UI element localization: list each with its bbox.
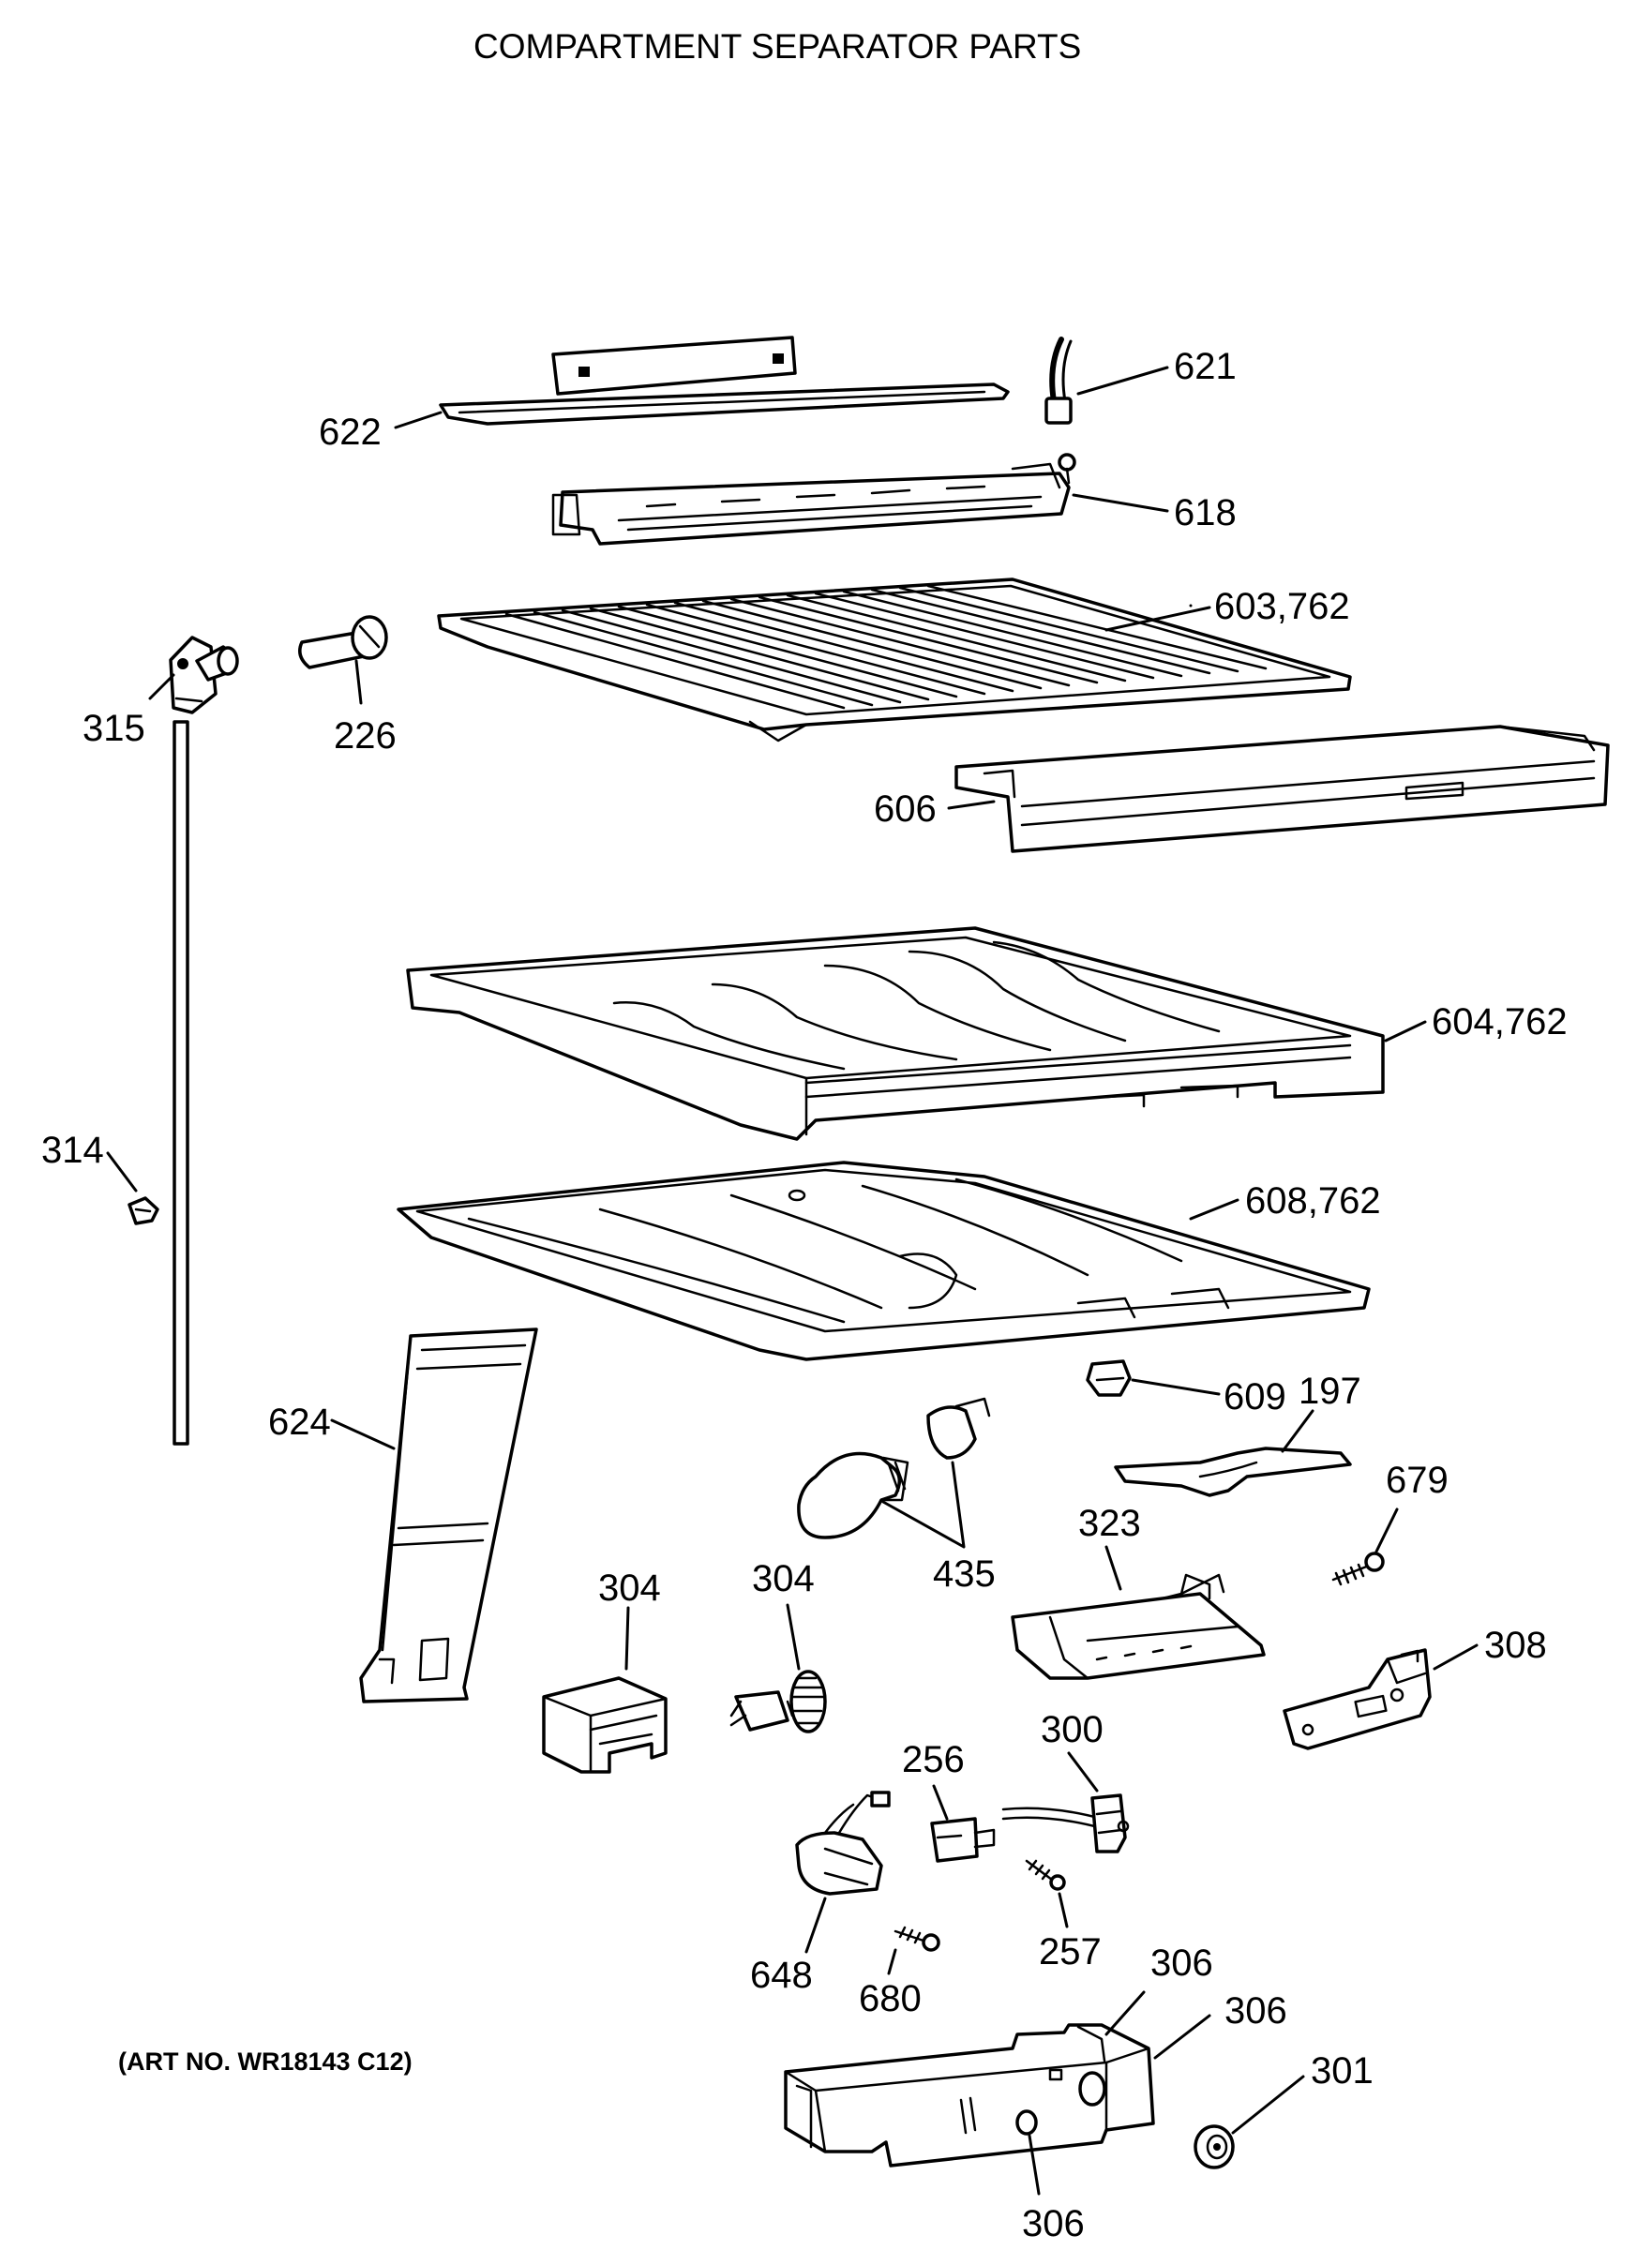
part-621-tube: [1044, 337, 1073, 425]
callout-604-762: 604,762: [1432, 1001, 1568, 1042]
part-304-switch-dial: [729, 1670, 827, 1733]
callout-257: 257: [1039, 1931, 1102, 1972]
part-226-pin: [298, 615, 388, 669]
callout-304-switch: 304: [752, 1558, 815, 1599]
part-315-rod: [173, 720, 189, 1446]
part-323-bracket-box: [1011, 1573, 1266, 1680]
part-618-control-housing: [551, 453, 1076, 546]
part-622-cover-plate: [439, 336, 1010, 426]
callout-301: 301: [1311, 2050, 1374, 2092]
callout-308: 308: [1484, 1625, 1547, 1666]
diagram-title: COMPARTMENT SEPARATOR PARTS: [473, 27, 1081, 66]
callout-606: 606: [874, 788, 937, 830]
callout-labels: 622 621 618 603,762 315 226 606 604,762 …: [41, 346, 1568, 2244]
part-624-frame: [359, 1328, 538, 1703]
callout-226: 226: [334, 715, 397, 757]
part-308-plate: [1283, 1648, 1432, 1750]
callout-323: 323: [1078, 1503, 1141, 1544]
callout-306-side: 306: [1224, 1990, 1287, 2032]
callout-256: 256: [902, 1739, 965, 1780]
callout-603-762: 603,762: [1214, 586, 1350, 627]
callout-608-762: 608,762: [1245, 1180, 1381, 1222]
part-197-strip: [1114, 1447, 1352, 1497]
callout-314: 314: [41, 1130, 104, 1171]
callout-621: 621: [1174, 346, 1237, 387]
leader-lines: [106, 366, 1479, 2196]
part-679-screw: [1331, 1552, 1385, 1586]
callout-300: 300: [1041, 1709, 1104, 1750]
part-606-channel: [954, 725, 1610, 853]
callout-435: 435: [933, 1553, 996, 1595]
callout-618: 618: [1174, 492, 1237, 533]
part-315-pivot-bracket: [169, 636, 239, 714]
part-257-screw: [1025, 1859, 1066, 1891]
part-604-evaporator-cover: [406, 926, 1385, 1141]
part-256-switch: [930, 1817, 996, 1863]
part-304-block: [542, 1676, 668, 1774]
callout-622: 622: [319, 412, 382, 453]
callout-624: 624: [268, 1402, 331, 1443]
callout-680: 680: [859, 1978, 922, 2019]
callout-679: 679: [1386, 1460, 1449, 1501]
callout-197: 197: [1299, 1371, 1361, 1412]
callout-648: 648: [750, 1955, 813, 1996]
part-314-clip: [128, 1196, 159, 1225]
part-608-lower-panel: [397, 1161, 1371, 1361]
part-435-bulb: [797, 1397, 991, 1539]
callout-304-block: 304: [598, 1568, 661, 1609]
callout-315: 315: [83, 708, 145, 749]
part-648-motor: [795, 1791, 891, 1896]
part-609-fastener: [1086, 1359, 1132, 1397]
part-680-screw: [894, 1926, 940, 1952]
part-300-thermostat: [1001, 1793, 1130, 1853]
callout-306-top: 306: [1150, 1942, 1213, 1984]
part-306-control-bracket: [784, 2023, 1155, 2168]
part-603-ribbed-panel: [437, 578, 1352, 742]
callout-306-bottom: 306: [1022, 2203, 1085, 2244]
part-301-knob: [1194, 2124, 1235, 2169]
art-number: (ART NO. WR18143 C12): [118, 2048, 413, 2076]
callout-609: 609: [1224, 1376, 1286, 1418]
